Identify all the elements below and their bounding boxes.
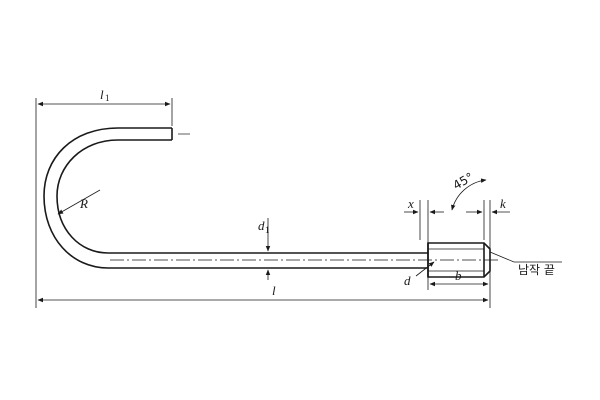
- leader-thread-end: [489, 251, 562, 263]
- label-overall-length: l: [272, 283, 276, 298]
- dim-arc-chamfer-angle: [451, 178, 487, 211]
- label-hook-length: l: [100, 87, 104, 102]
- leader-thread-dia: [415, 261, 435, 277]
- label-chamfer: k: [500, 196, 506, 211]
- label-chamfer-angle: 45°: [451, 170, 476, 193]
- bolt-inner-contour: [56, 139, 428, 254]
- bolt-body: [43, 127, 491, 278]
- label-thread-diameter: d: [404, 273, 411, 288]
- label-thread-length: b: [455, 268, 462, 283]
- label-shank-diameter-sub: 1: [265, 225, 270, 235]
- bolt-outer-contour: [43, 127, 428, 269]
- label-radius: R: [79, 196, 88, 211]
- label-thread-end: 남작 끝: [518, 263, 555, 277]
- label-hook-length-sub: 1: [105, 93, 110, 103]
- label-runout: x: [407, 196, 414, 211]
- label-shank-diameter: d: [258, 218, 265, 233]
- leader-radius: [57, 189, 101, 215]
